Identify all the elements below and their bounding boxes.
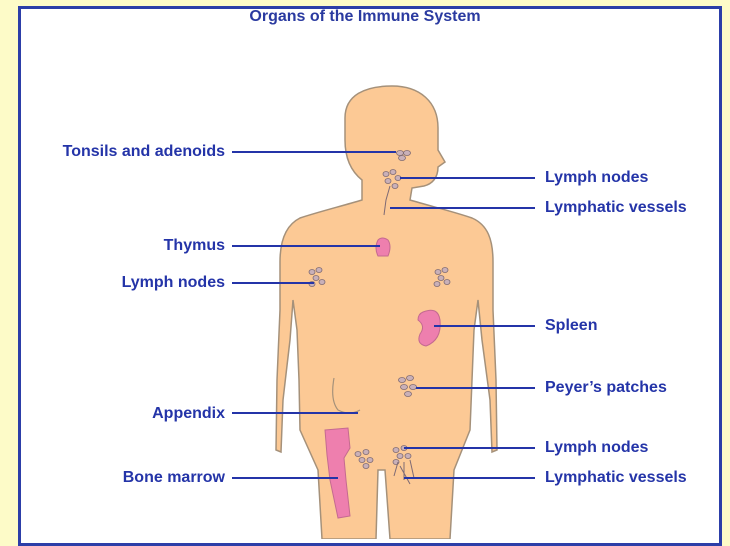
label-lymph-nodes-neck: Lymph nodes	[545, 169, 648, 187]
label-appendix: Appendix	[20, 405, 225, 423]
body-silhouette	[276, 86, 497, 539]
label-lymph-nodes-groin: Lymph nodes	[545, 439, 648, 457]
label-lymphatic-vessels-neck: Lymphatic vessels	[545, 199, 687, 217]
label-spleen: Spleen	[545, 317, 597, 335]
label-tonsils-and-adenoids: Tonsils and adenoids	[20, 143, 225, 161]
label-lymphatic-vessels-groin: Lymphatic vessels	[545, 469, 687, 487]
label-thymus: Thymus	[20, 237, 225, 255]
label-lymph-nodes-armpit: Lymph nodes	[20, 274, 225, 292]
label-peyers-patches: Peyer’s patches	[545, 379, 667, 397]
label-bone-marrow: Bone marrow	[20, 469, 225, 487]
